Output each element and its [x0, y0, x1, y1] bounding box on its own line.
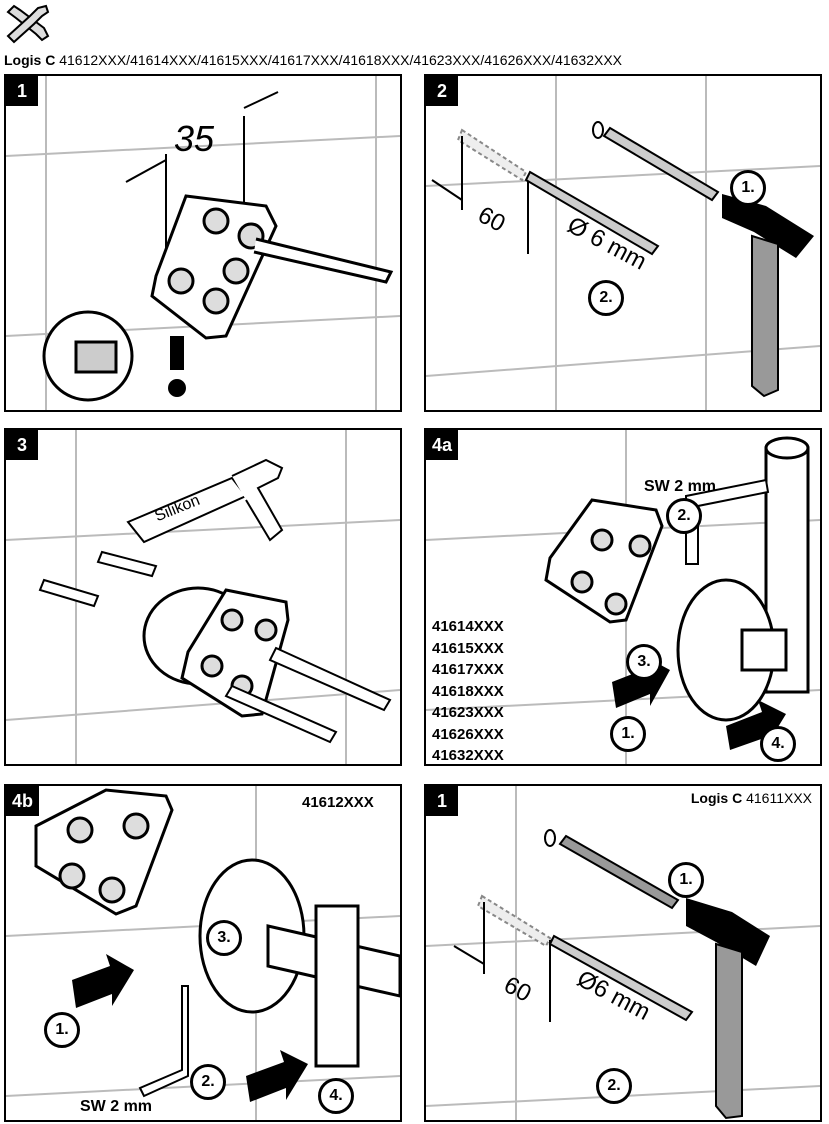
callout-4: 4. [760, 726, 796, 762]
model-code: 41617XXX [432, 661, 504, 678]
step-number: 3 [6, 430, 38, 460]
step-number: 1 [426, 786, 458, 816]
panel-step-1-alt: 1 Logis C 41611XXX 1. 60 Ø6 mm 2. [424, 784, 822, 1122]
model-list: 41612XXX/41614XXX/41615XXX/41617XXX/4161… [59, 52, 623, 68]
callout-1: 1. [668, 862, 704, 898]
callout-2: 2. [666, 498, 702, 534]
mounting-plate-drawing [6, 76, 400, 410]
callout-3: 3. [626, 644, 662, 680]
model-code: 41614XXX [432, 618, 504, 635]
step-number: 1 [6, 76, 38, 106]
panel-title: Logis C 41611XXX [691, 790, 812, 806]
callout-3: 3. [206, 920, 242, 956]
model-code: 41632XXX [432, 747, 504, 764]
panel-step-4a: 4a SW 2 mm 2. 3. 1. 4. 41614XXX 41615XXX… [424, 428, 822, 766]
model-code: 41611XXX [746, 790, 812, 806]
callout-1: 1. [44, 1012, 80, 1048]
model-code: 41626XXX [432, 725, 504, 743]
step-number: 4b [6, 786, 40, 816]
model-code: 41612XXX [302, 794, 374, 811]
callout-1: 1. [610, 716, 646, 752]
callout-2: 2. [596, 1068, 632, 1104]
page-header: Logis C 41612XXX/41614XXX/41615XXX/41617… [4, 52, 622, 68]
dimension-label: 35 [174, 118, 215, 159]
model-code-list: 41614XXX 41615XXX 41617XXX 41618XXX 4162… [432, 616, 504, 764]
panel-step-2: 2 60 Ø 6 mm 1. 2. [424, 74, 822, 412]
drilling-drawing-alt [426, 786, 820, 1120]
panel-step-1: 1 35 [4, 74, 402, 412]
wrench-icon [6, 4, 50, 44]
callout-2: 2. [190, 1064, 226, 1100]
callout-4: 4. [318, 1078, 354, 1114]
step-number: 2 [426, 76, 458, 106]
brand-name: Logis C [690, 790, 743, 806]
callout-2: 2. [588, 280, 624, 316]
panel-step-3: 3 Silikon [4, 428, 402, 766]
sealant-drawing [6, 430, 400, 764]
panel-step-4b: 4b 41612XXX 3. 1. 2. 4. SW 2 mm [4, 784, 402, 1122]
brand-name: Logis C [4, 52, 56, 68]
drilling-drawing [426, 76, 820, 410]
tool-size-label: SW 2 mm [80, 1098, 153, 1115]
model-code: 41618XXX [432, 682, 504, 700]
assembly-drawing-4b [6, 786, 400, 1120]
model-code: 41615XXX [432, 639, 504, 657]
model-code: 41623XXX [432, 704, 504, 721]
step-number: 4a [426, 430, 459, 460]
assembly-drawing-4a [426, 430, 820, 764]
callout-1: 1. [730, 170, 766, 206]
tool-size-label: SW 2 mm [644, 478, 717, 495]
